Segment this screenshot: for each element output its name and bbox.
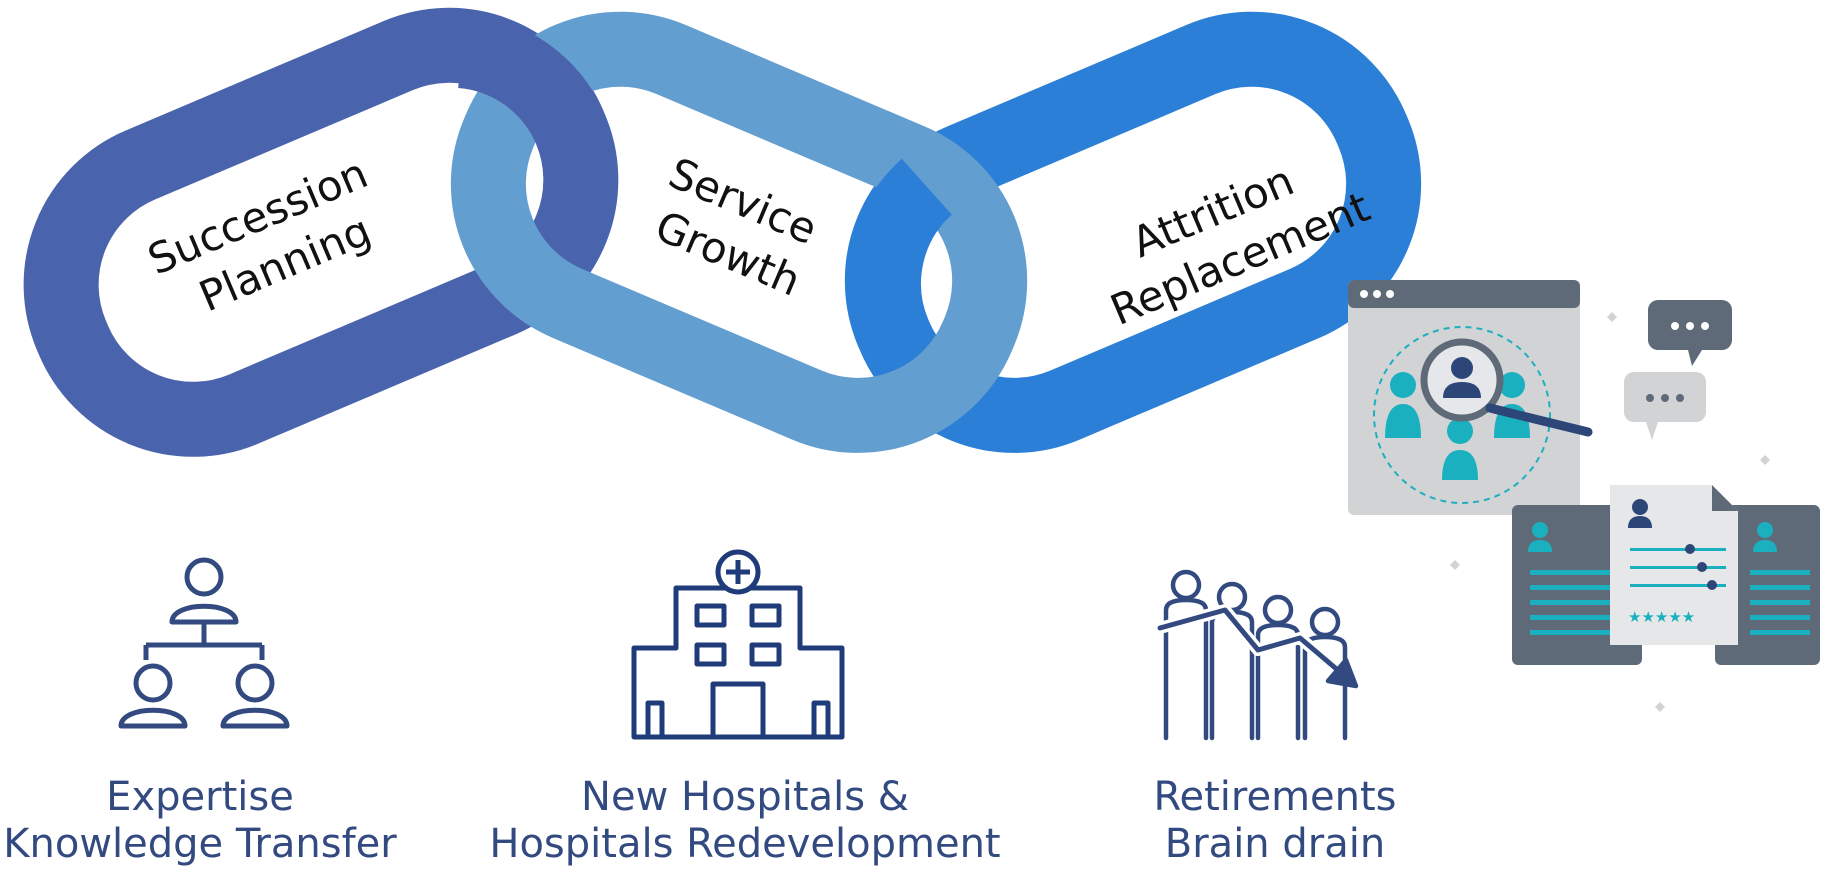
link-ring [450,11,1028,453]
svg-text:★★★★★: ★★★★★ [1628,608,1695,626]
chain-link-service [450,11,1028,453]
decline-people-icon [1154,569,1359,741]
chain-link-succession [23,7,619,457]
link-weave-patch [846,158,953,348]
caption-expertise: Expertise Knowledge Transfer [0,774,400,868]
caption-line: Knowledge Transfer [3,821,397,867]
caption-line: Retirements [1153,774,1397,820]
caption-line: Expertise [106,774,294,820]
caption-line: Brain drain [1164,821,1386,867]
caption-line: Hospitals Redevelopment [489,821,1001,867]
recruitment-search-icon: ★★★★★ [1348,280,1820,712]
org-chart-icon [118,557,290,729]
caption-new-hospitals: New Hospitals & Hospitals Redevelopment [475,774,1015,868]
link-ring [844,11,1422,453]
link-label-service: Service Growth [641,148,836,309]
chain-link-attrition [844,11,1422,453]
caption-retirements: Retirements Brain drain [1100,774,1450,868]
hospital-icon [631,549,845,740]
link-weave-patch [456,13,604,143]
caption-line: New Hospitals & [581,774,909,820]
link-ring [23,7,619,457]
